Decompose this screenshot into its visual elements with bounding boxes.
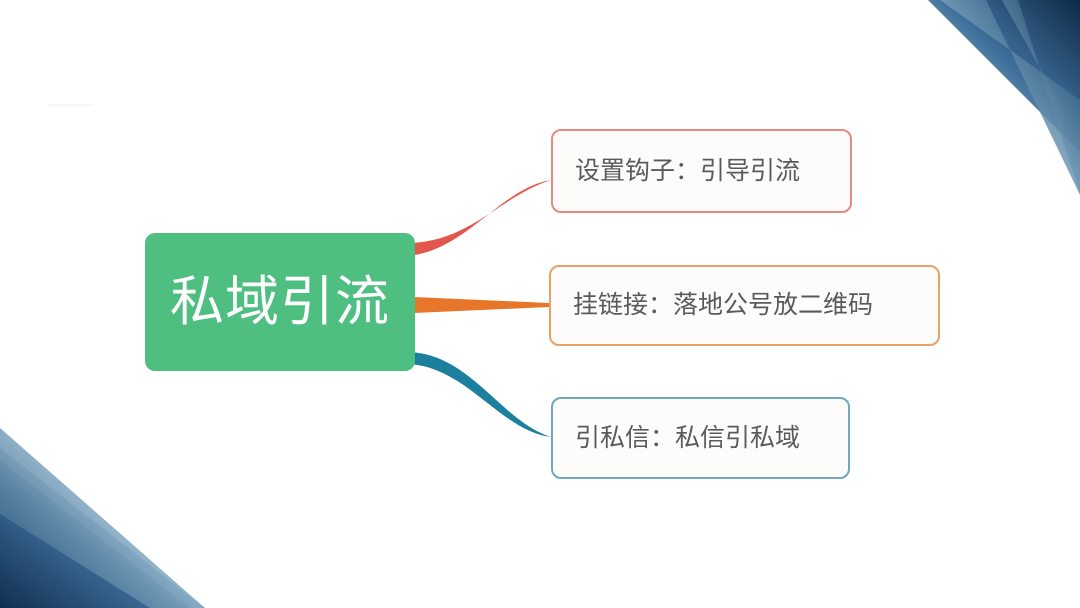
branch-node-2-label: 引私信：私信引私域 — [575, 423, 801, 452]
branch-node-1[interactable]: 挂链接：落地公号放二维码 — [549, 265, 940, 346]
branch-node-1-label: 挂链接：落地公号放二维码 — [573, 291, 874, 319]
central-node[interactable]: 私域引流 — [145, 233, 415, 371]
connector-branch-0 — [406, 180, 551, 256]
connector-branch-1 — [414, 297, 549, 313]
branch-node-2[interactable]: 引私信：私信引私域 — [551, 397, 850, 479]
central-node-label: 私域引流 — [170, 272, 390, 332]
connector-branch-2 — [406, 352, 551, 437]
branch-node-0-label: 设置钩子：引导引流 — [575, 156, 801, 185]
branch-node-0[interactable]: 设置钩子：引导引流 — [551, 129, 852, 213]
